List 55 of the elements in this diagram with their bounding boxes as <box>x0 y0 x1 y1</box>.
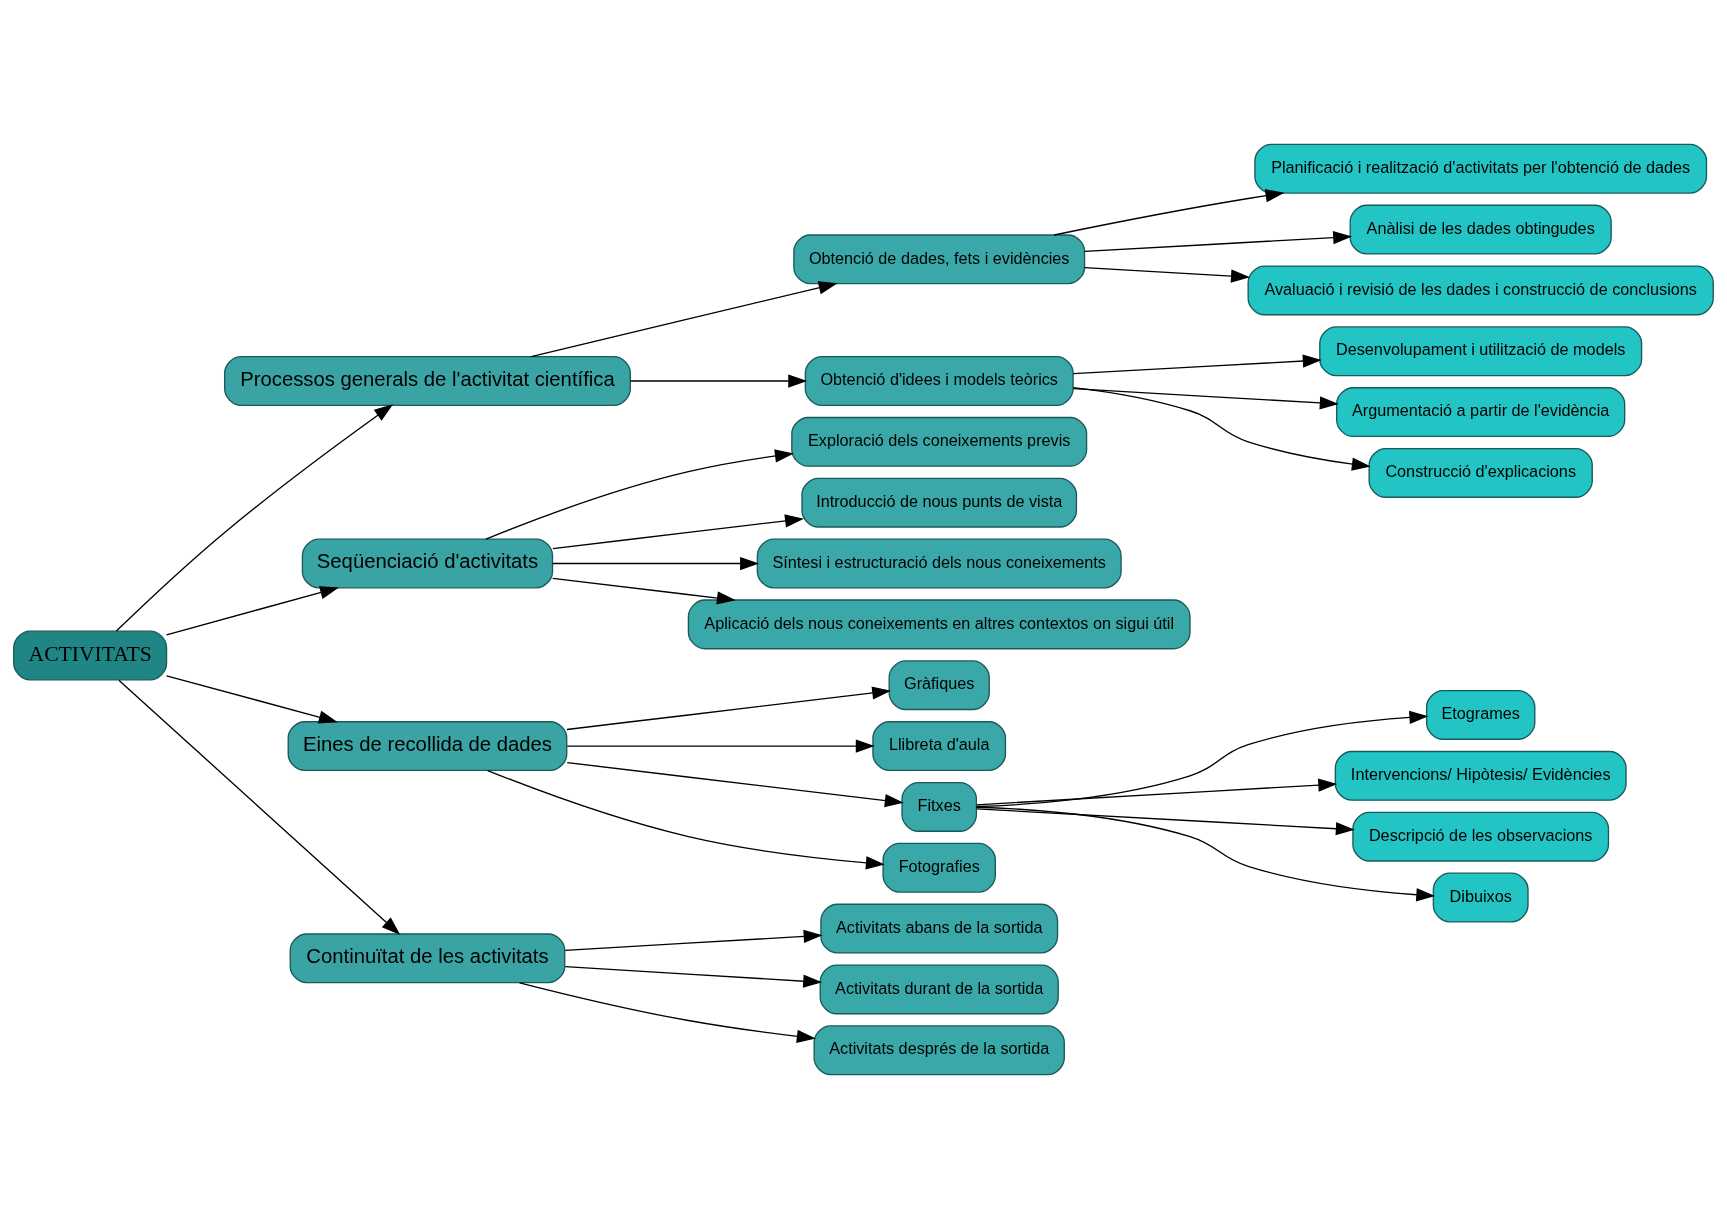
arrow <box>976 777 1338 805</box>
arrow <box>566 761 904 807</box>
arrow <box>1072 353 1322 374</box>
arrow <box>564 965 823 988</box>
node-box: Obtenció d'idees i models teòrics <box>804 355 1074 406</box>
node-box: Síntesi i estructuració dels nous coneixements <box>756 538 1122 589</box>
node-box: Fotografies <box>882 842 996 893</box>
arrow <box>118 679 401 935</box>
node-box: Dibuixos <box>1432 871 1529 922</box>
arrow <box>1072 386 1371 471</box>
node-box: Aplicació dels nous coneixements en altres contextos on sigui útil <box>687 598 1191 649</box>
node-box: Llibreta d'aula <box>872 720 1007 771</box>
arrow <box>975 710 1429 807</box>
arrow <box>629 373 808 388</box>
node-box: Descripció de les observacions <box>1352 811 1610 862</box>
node-box: Activitats abans de la sortida <box>820 903 1059 954</box>
node-box: Exploració dels coneixements previs <box>791 416 1088 467</box>
arrow <box>975 806 1436 901</box>
arrow <box>976 807 1355 835</box>
node-box: Fitxes <box>901 781 978 832</box>
arrow <box>486 769 885 869</box>
arrow <box>1072 387 1339 409</box>
node-box: Etogrames <box>1425 689 1536 740</box>
arrow <box>564 929 823 951</box>
arrow <box>1083 230 1353 252</box>
node-box: Anàlisi de les dades obtingudes <box>1349 204 1612 255</box>
arrow <box>1053 188 1285 236</box>
node-box: Processos generals de l'activitat científica <box>224 355 631 406</box>
node-box: Intervencions/ Hipòtesis/ Evidències <box>1334 750 1627 801</box>
arrow <box>566 738 875 753</box>
node-box: Construcció d'explicacions <box>1368 447 1593 498</box>
arrow <box>518 981 816 1043</box>
arrow <box>552 577 736 605</box>
arrow <box>485 448 794 540</box>
node-box: Eines de recollida de dades <box>287 720 568 771</box>
node-box: ACTIVITATS <box>13 629 168 680</box>
arrow <box>165 674 338 724</box>
arrow <box>115 403 394 632</box>
node-box: Activitats durant de la sortida <box>819 963 1059 1014</box>
node-box: Avaluació i revisió de les dades i construcció de conclusions <box>1247 264 1714 315</box>
node-box: Continuïtat de les activitats <box>289 932 566 983</box>
node-box: Obtenció de dades, fets i evidències <box>793 233 1086 284</box>
arrow <box>165 585 339 635</box>
arrow <box>566 685 892 730</box>
arrow <box>530 280 838 357</box>
node-box: Argumentació a partir de l'evidència <box>1336 386 1626 437</box>
node-box: Gràfiques <box>888 659 990 710</box>
node-box: Desenvolupament i utilització de models <box>1319 325 1643 376</box>
arrow <box>1083 266 1250 283</box>
node-box: Introducció de nous punts de vista <box>801 477 1078 528</box>
node-box: Activitats després de la sortida <box>813 1024 1065 1075</box>
node-box: Seqüenciació d'activitats <box>301 538 554 589</box>
node-box: Planificació i realització d'activitats per l'obtenció de dades <box>1254 143 1708 194</box>
arrow <box>552 556 760 570</box>
arrow <box>552 513 804 549</box>
